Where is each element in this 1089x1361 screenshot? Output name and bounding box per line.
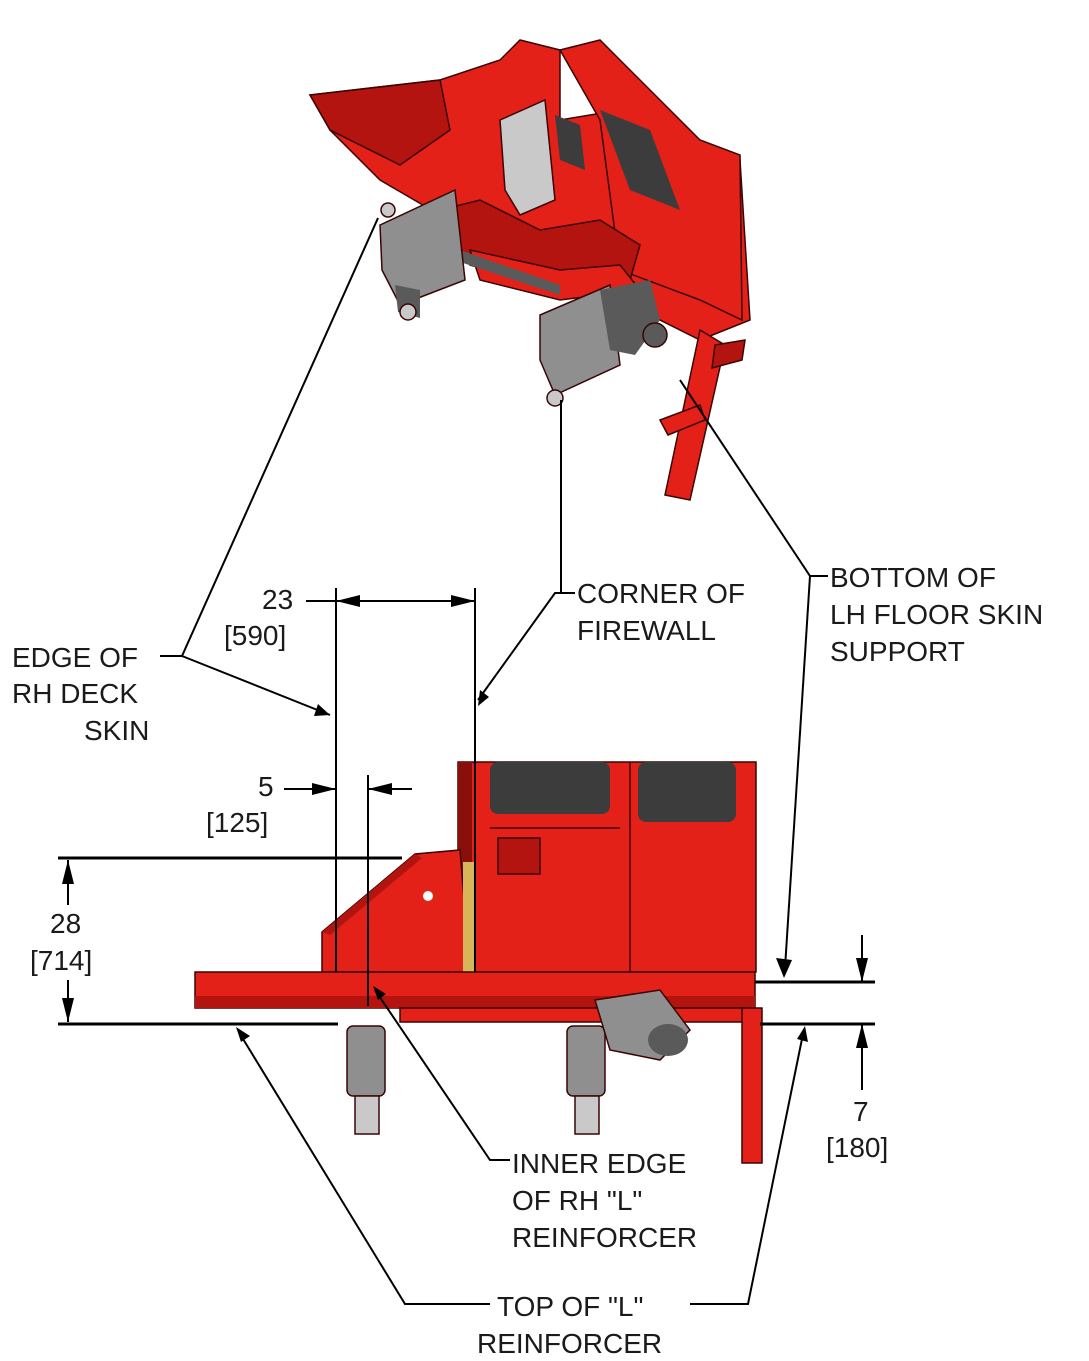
dimension-7: 7 [180] xyxy=(826,1096,888,1163)
callout-bottom-lh-floor-skin: BOTTOM OF LH FLOOR SKIN SUPPORT xyxy=(830,562,1043,667)
dimension-lines xyxy=(58,588,875,1090)
dimension-value: 7 xyxy=(853,1096,869,1127)
side-elevation-view xyxy=(194,761,763,1164)
label-line: FIREWALL xyxy=(577,615,716,646)
dimension-metric: [125] xyxy=(206,807,268,838)
label-line: TOP OF "L" xyxy=(497,1291,643,1322)
label-line: LH FLOOR SKIN xyxy=(830,599,1043,630)
dimension-metric: [714] xyxy=(30,945,92,976)
callout-edge-rh-deck-skin: EDGE OF RH DECK SKIN xyxy=(12,642,149,746)
label-line: EDGE OF xyxy=(12,642,138,673)
dimension-metric: [590] xyxy=(224,620,286,651)
leader-lines xyxy=(160,217,828,1305)
hinge-bracket-left xyxy=(346,1025,386,1135)
actuator xyxy=(594,989,691,1061)
hinge-bracket-right xyxy=(566,1025,606,1135)
label-line: REINFORCER xyxy=(512,1222,697,1253)
callout-inner-edge-rh-l: INNER EDGE OF RH "L" REINFORCER xyxy=(512,1148,697,1253)
dimension-5: 5 [125] xyxy=(206,771,274,838)
dimension-value: 5 xyxy=(258,771,274,802)
label-line: BOTTOM OF xyxy=(830,562,996,593)
callout-top-l-reinforcer: TOP OF "L" REINFORCER xyxy=(477,1291,662,1359)
label-line: SUPPORT xyxy=(830,636,965,667)
dimension-23: 23 [590] xyxy=(224,584,293,651)
label-line: INNER EDGE xyxy=(512,1148,686,1179)
label-line: SKIN xyxy=(84,715,149,746)
callout-corner-firewall: CORNER OF FIREWALL xyxy=(577,578,745,646)
label-line: REINFORCER xyxy=(477,1328,662,1359)
dimension-28: 28 [714] xyxy=(30,908,92,976)
dimension-metric: [180] xyxy=(826,1132,888,1163)
isometric-chassis-view xyxy=(308,39,751,501)
label-line: RH DECK xyxy=(12,678,138,709)
label-line: OF RH "L" xyxy=(512,1185,642,1216)
label-line: CORNER OF xyxy=(577,578,745,609)
dimension-value: 28 xyxy=(50,908,81,939)
dimension-value: 23 xyxy=(262,584,293,615)
